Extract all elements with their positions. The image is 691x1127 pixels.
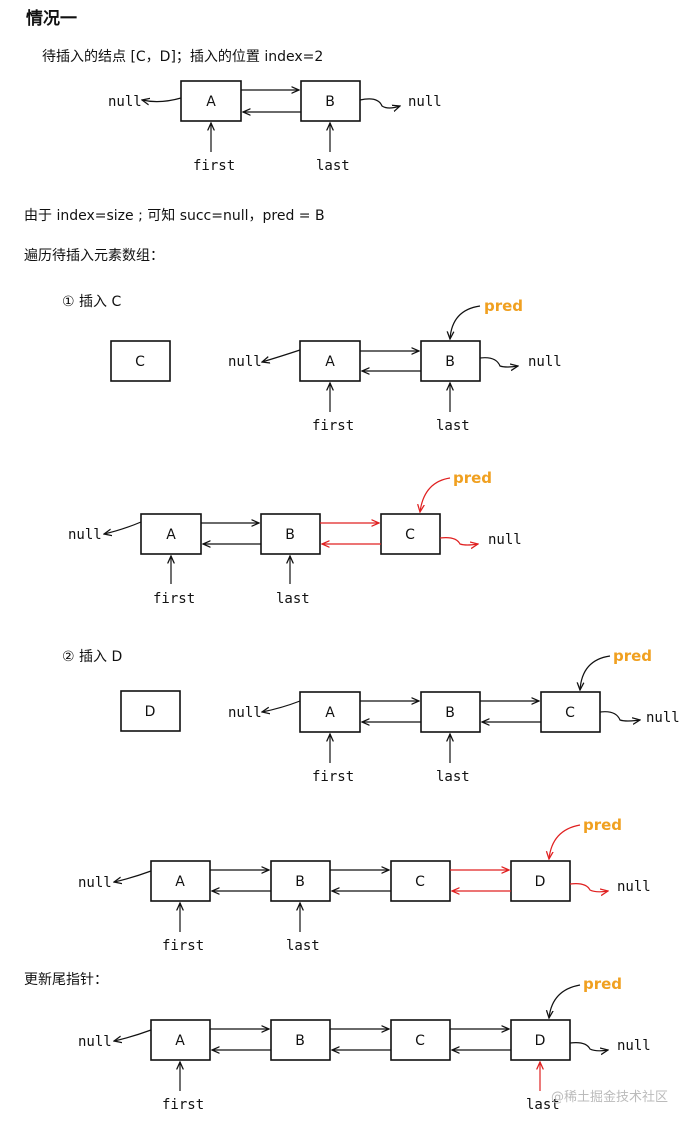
node-d-standalone xyxy=(120,690,181,732)
node-b-label: B xyxy=(295,874,305,890)
first-label: first xyxy=(312,418,354,434)
description-line: 待插入的结点 [C，D]；插入的位置 index=2 xyxy=(42,49,323,65)
last-label: last xyxy=(526,1097,560,1113)
null-label: null xyxy=(78,875,112,891)
node-a-label: A xyxy=(175,874,185,890)
first-label: first xyxy=(193,158,235,174)
node-c-label: C xyxy=(405,527,415,543)
node-a-label: A xyxy=(166,527,176,543)
pred-label: pred xyxy=(484,297,523,315)
null-label: null xyxy=(617,1038,651,1054)
step2-before: D null A B C null first last pred xyxy=(120,647,680,785)
node-d-label: D xyxy=(535,874,546,890)
node-a-label: A xyxy=(325,705,335,721)
null-label: null xyxy=(228,354,262,370)
node-d-label: D xyxy=(535,1033,546,1049)
node-b-label: B xyxy=(325,94,335,110)
node-a xyxy=(150,860,211,902)
node-b xyxy=(270,1019,331,1061)
node-a xyxy=(180,80,242,122)
first-label: first xyxy=(153,591,195,607)
iterate-line: 遍历待插入元素数组： xyxy=(24,248,164,264)
null-label: null xyxy=(646,710,680,726)
step1-label: ① 插入 C xyxy=(62,294,121,310)
node-a xyxy=(150,1019,211,1061)
node-b-label: B xyxy=(285,527,295,543)
node-a-label: A xyxy=(175,1033,185,1049)
null-label: null xyxy=(68,527,102,543)
null-label: null xyxy=(528,354,562,370)
first-label: first xyxy=(162,938,204,954)
step1-after: null A B C null first last pred xyxy=(68,469,522,607)
node-b xyxy=(300,80,361,122)
node-d xyxy=(510,1019,571,1061)
node-a-label: A xyxy=(325,354,335,370)
null-label: null xyxy=(78,1034,112,1050)
node-c xyxy=(390,1019,451,1061)
last-label: last xyxy=(436,418,470,434)
node-b xyxy=(260,513,321,555)
step1-before: C null A B null first last pred xyxy=(110,297,562,434)
node-a xyxy=(140,513,202,555)
node-b-label: B xyxy=(445,705,455,721)
condition-line: 由于 index=size ; 可知 succ=null，pred = B xyxy=(24,207,325,224)
pred-label: pred xyxy=(583,975,622,993)
final-list: null A B C D null first last pred xyxy=(78,975,651,1113)
pred-label: pred xyxy=(583,816,622,834)
node-b xyxy=(270,860,331,902)
node-b-label: B xyxy=(445,354,455,370)
pred-label: pred xyxy=(453,469,492,487)
diagram-title: 情况一 xyxy=(26,8,77,29)
pred-label: pred xyxy=(613,647,652,665)
node-c xyxy=(380,513,441,555)
step2-label: ② 插入 D xyxy=(62,649,122,665)
node-a xyxy=(299,691,361,733)
node-c-label: C xyxy=(565,705,575,721)
first-label: first xyxy=(312,769,354,785)
node-b xyxy=(420,691,481,733)
node-a xyxy=(299,340,361,382)
node-b-label: B xyxy=(295,1033,305,1049)
node-d xyxy=(510,860,571,902)
last-label: last xyxy=(316,158,350,174)
last-label: last xyxy=(276,591,310,607)
last-label: last xyxy=(436,769,470,785)
node-c xyxy=(390,860,451,902)
null-label: null xyxy=(408,94,442,110)
null-label: null xyxy=(228,705,262,721)
step2-after: null A B C D null first last pred xyxy=(78,816,651,954)
update-line: 更新尾指针： xyxy=(24,972,108,988)
node-c xyxy=(540,691,601,733)
node-c-label: C xyxy=(415,1033,425,1049)
null-label: null xyxy=(108,94,142,110)
node-d-label: D xyxy=(145,704,156,720)
node-c-label: C xyxy=(135,354,145,370)
last-label: last xyxy=(286,938,320,954)
null-label: null xyxy=(617,879,651,895)
watermark: @稀土掘金技术社区 xyxy=(551,1089,668,1105)
null-label: null xyxy=(488,532,522,548)
node-b xyxy=(420,340,481,382)
node-c-label: C xyxy=(415,874,425,890)
first-label: first xyxy=(162,1097,204,1113)
node-a-label: A xyxy=(206,94,216,110)
initial-list: null A B null first last xyxy=(108,80,442,174)
node-c-standalone xyxy=(110,340,171,382)
